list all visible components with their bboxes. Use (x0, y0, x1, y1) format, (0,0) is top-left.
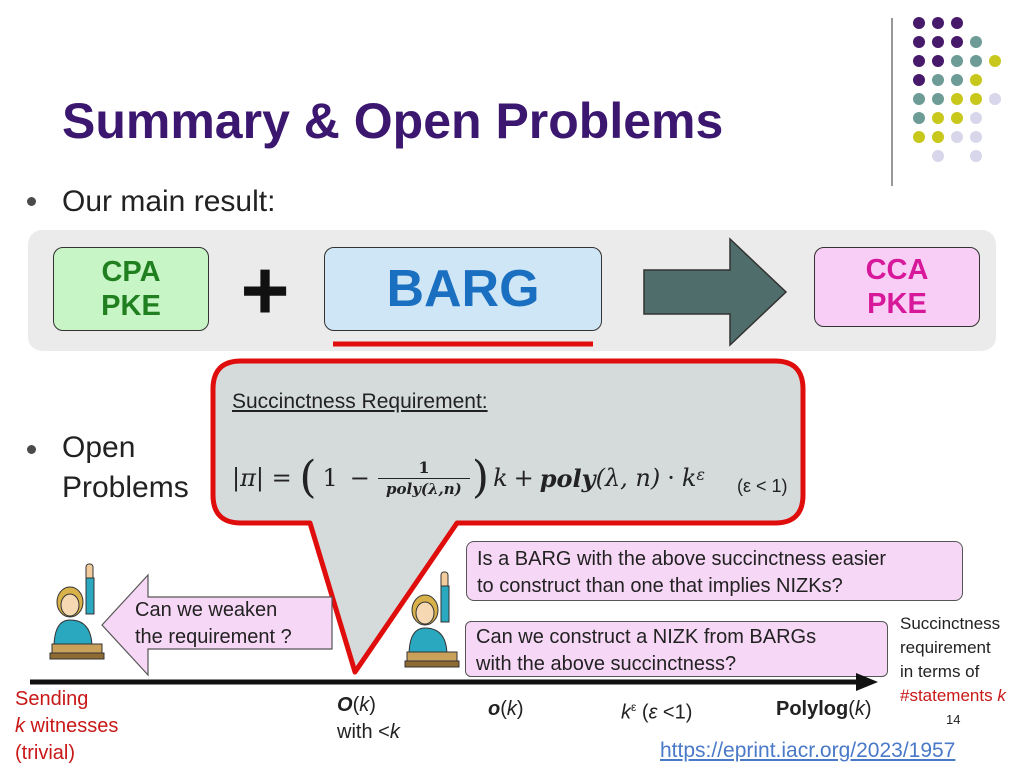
student-raising-hand-icon (49, 563, 105, 660)
poly-term: poly (539, 463, 596, 493)
eprint-link-text[interactable]: https://eprint.iacr.org/2023/1957 (660, 739, 956, 762)
axis-text: Sending (15, 688, 89, 710)
axis-label-keps: kε (ε <1) (621, 694, 692, 727)
axis-text: Succinctness (900, 614, 1001, 633)
axis-text: O (337, 694, 353, 716)
cpa-label: CPA (101, 256, 161, 288)
question-nizk-from-barg: Can we construct a NIZK from BARGs with … (465, 621, 888, 677)
axis-text: <1) (657, 701, 693, 724)
weaken-arrow (101, 573, 333, 677)
cpa-pke-box: CPA PKE (53, 247, 209, 331)
pi-symbol: π (240, 464, 256, 492)
axis-label-polylog: Polylog(k) (776, 698, 872, 720)
axis-text: k (506, 698, 517, 720)
pke-label-2: PKE (867, 288, 927, 320)
succinctness-axis (30, 673, 878, 691)
epsilon-exponent: ε (696, 464, 706, 484)
axis-text: requirement (900, 638, 991, 657)
eprint-link[interactable]: https://eprint.iacr.org/2023/1957 (660, 739, 955, 763)
axis-text: with < (337, 721, 390, 743)
axis-text: k (359, 694, 370, 716)
axis-text: (trivial) (15, 742, 75, 764)
bullet-main-result: Our main result: (62, 185, 276, 218)
page-title: Summary & Open Problems (62, 93, 724, 149)
axis-text: #statements (900, 686, 993, 705)
bullet-dot-2 (27, 445, 36, 454)
axis-note: Succinctness requirement in terms of #st… (900, 612, 1006, 708)
barg-box: BARG (324, 247, 602, 331)
question-text-line1: Is a BARG with the above succinctness ea… (477, 548, 887, 570)
decorative-dot-grid (891, 17, 1001, 186)
axis-text: ε (648, 701, 658, 724)
axis-text: k (621, 701, 631, 724)
epsilon-condition: (ε < 1) (737, 476, 788, 496)
axis-label-smallo: o(k) (488, 698, 524, 720)
question-text-line2: to construct than one that implies NIZKs… (477, 575, 843, 597)
axis-text: k (389, 721, 400, 743)
axis-text: ε (631, 700, 637, 714)
succinctness-heading: Succinctness Requirement: (232, 390, 488, 413)
axis-text: in terms of (900, 662, 980, 681)
axis-text: ( (636, 701, 649, 724)
axis-text: Polylog (776, 698, 849, 720)
implies-arrow (643, 237, 788, 347)
question-text-line1: Can we construct a NIZK from BARGs (476, 626, 817, 648)
poly-args: (λ, n) (595, 464, 661, 492)
pke-label: PKE (101, 290, 161, 322)
cca-label: CCA (865, 254, 929, 286)
fraction-denominator: poly(λ,n) (386, 479, 462, 498)
succinctness-callout (210, 341, 806, 675)
dots (913, 17, 1001, 162)
axis-text: k (15, 715, 25, 737)
fraction-numerator: 1 (418, 457, 430, 477)
axis-text: witnesses (25, 715, 119, 737)
plus-sign: + (240, 243, 290, 337)
question-text-line2: the requirement ? (135, 626, 292, 648)
question-text-line2: with the above succinctness? (476, 653, 737, 675)
k-var: k (493, 464, 508, 492)
page-number: 14 (946, 712, 961, 727)
axis-text: k (854, 698, 865, 720)
question-text-line1: Can we weaken (135, 599, 278, 621)
question-barg-easier: Is a BARG with the above succinctness ea… (466, 541, 963, 601)
open-line2: Problems (62, 471, 189, 504)
axis-label-sending: Sending k witnesses (trivial) (15, 686, 118, 767)
cca-pke-box: CCA PKE (814, 247, 980, 327)
axis-text: k (997, 686, 1006, 705)
question-weaken: Can we weaken the requirement ? (135, 597, 292, 651)
k-var-2: k (681, 464, 697, 492)
succinctness-formula: |π| = ( 1 − 1 poly(λ,n) ) k + poly (λ, n… (232, 452, 706, 503)
axis-text: o (488, 698, 501, 720)
bullet-open-problems: Open Problems (62, 428, 189, 508)
bullet-dot (27, 197, 36, 206)
student-raising-hand-icon-2 (404, 571, 460, 668)
open-line1: Open (62, 431, 136, 464)
axis-label-bigO: O(k) with <k (337, 694, 400, 743)
